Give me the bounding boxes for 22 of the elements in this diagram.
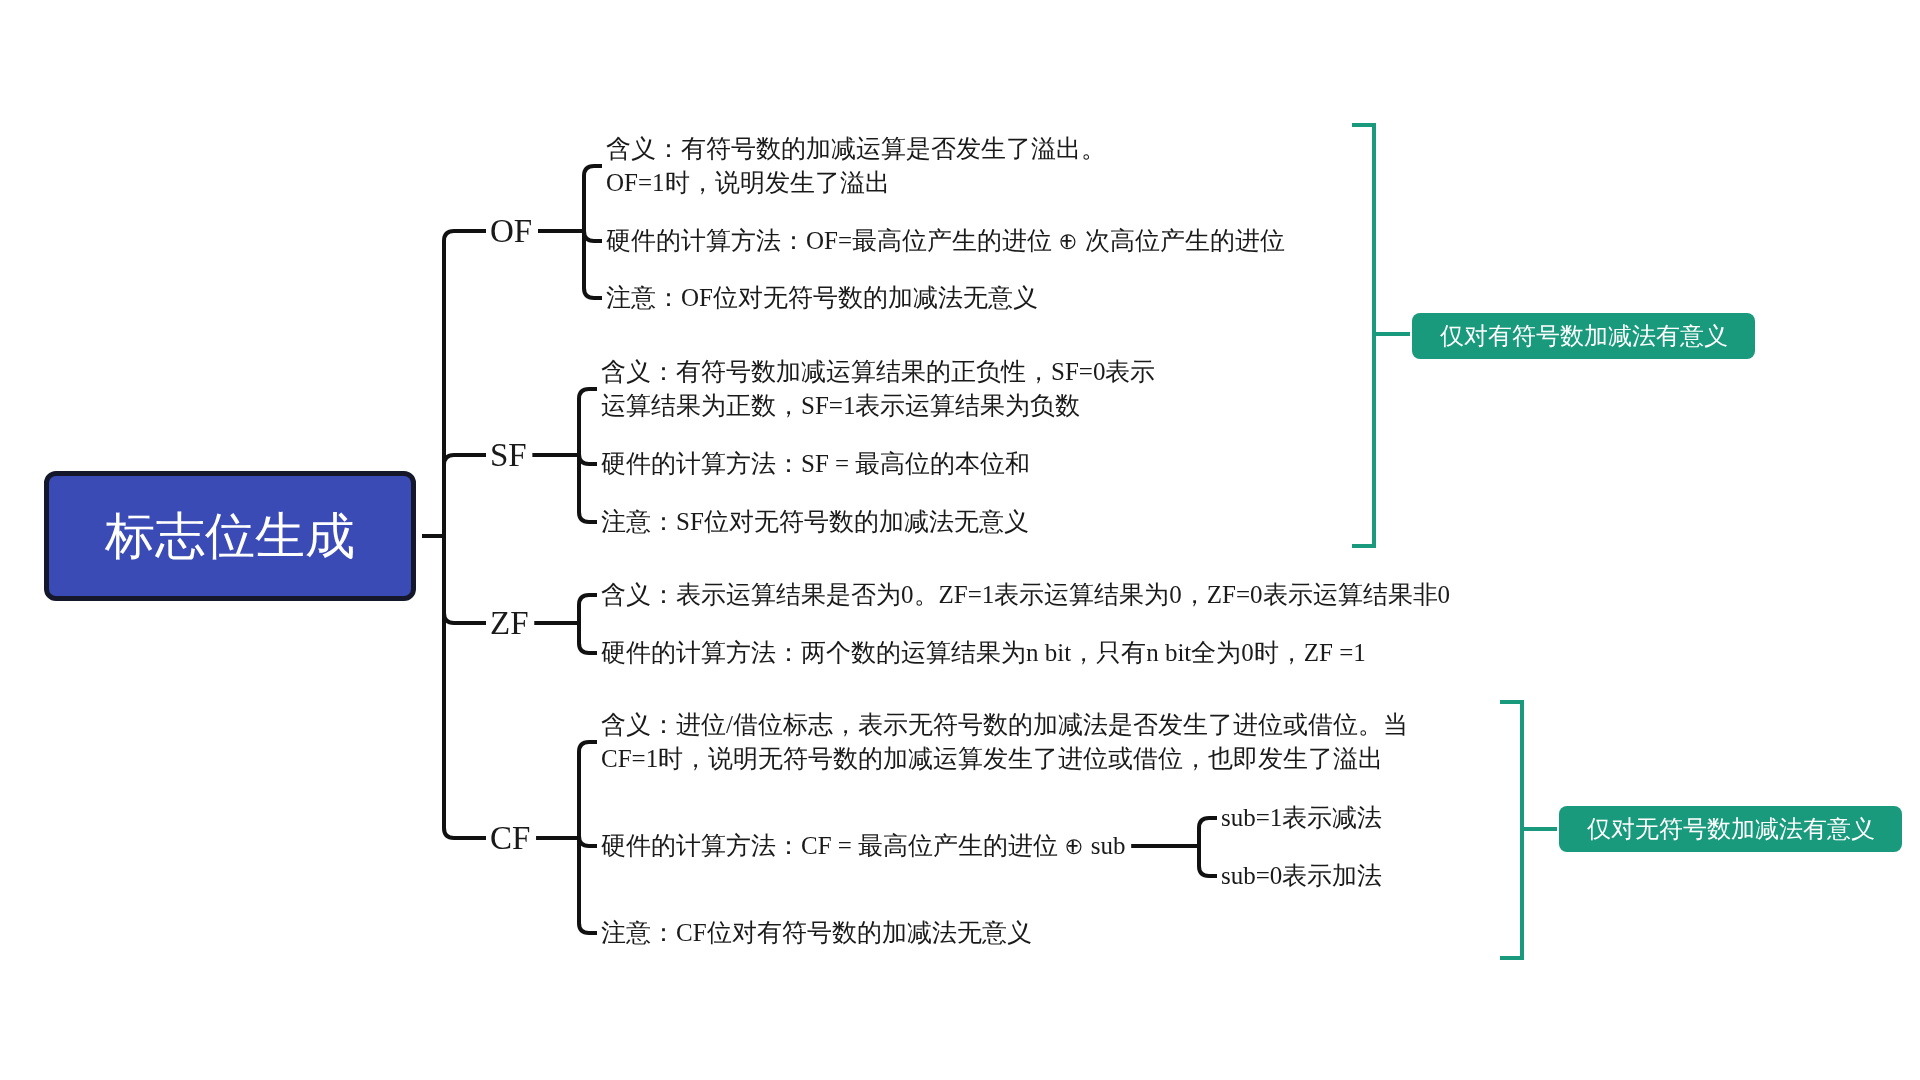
note-text: 含义：进位/借位标志，表示无符号数的加减法是否发生了进位或借位。当CF=1时，说明无符号数的加减运算发生了进位或借位，也即发生了溢出 [601, 708, 1459, 776]
tag-box: 仅对有符号数加减法有意义 [1412, 313, 1755, 359]
connector-line [1131, 844, 1217, 878]
branch-label: ZF [490, 604, 529, 642]
note-text: 硬件的计算方法：两个数的运算结果为n bit，只有n bit全为0时，ZF =1 [601, 636, 1366, 670]
note-text: 硬件的计算方法：OF=最高位产生的进位 ⊕ 次高位产生的进位 [606, 224, 1285, 258]
note-text: 硬件的计算方法：CF = 最高位产生的进位 ⊕ sub [601, 829, 1126, 863]
connector-line [534, 621, 597, 655]
note-text: sub=1表示减法 [1221, 801, 1383, 835]
note-text: 注意：OF位对无符号数的加减法无意义 [606, 281, 1038, 315]
tag-box: 仅对无符号数加减法有意义 [1559, 806, 1902, 852]
branch-label: CF [490, 819, 531, 857]
note-text: 硬件的计算方法：SF = 最高位的本位和 [601, 447, 1031, 481]
note-text: 注意：SF位对无符号数的加减法无意义 [601, 505, 1029, 539]
note-text: 含义：有符号数的加减运算是否发生了溢出。OF=1时，说明发生了溢出 [606, 132, 1146, 200]
note-text: 含义：有符号数加减运算结果的正负性，SF=0表示运算结果为正数，SF=1表示运算结果为负数 [601, 355, 1166, 423]
note-text: 含义：表示运算结果是否为0。ZF=1表示运算结果为0，ZF=0表示运算结果非0 [601, 578, 1451, 612]
title-box: 标志位生成 [44, 471, 416, 601]
branch-label: OF [490, 212, 533, 250]
note-text: sub=0表示加法 [1221, 859, 1383, 893]
note-text: 注意：CF位对有符号数的加减法无意义 [601, 916, 1032, 950]
branch-label: SF [490, 436, 527, 474]
